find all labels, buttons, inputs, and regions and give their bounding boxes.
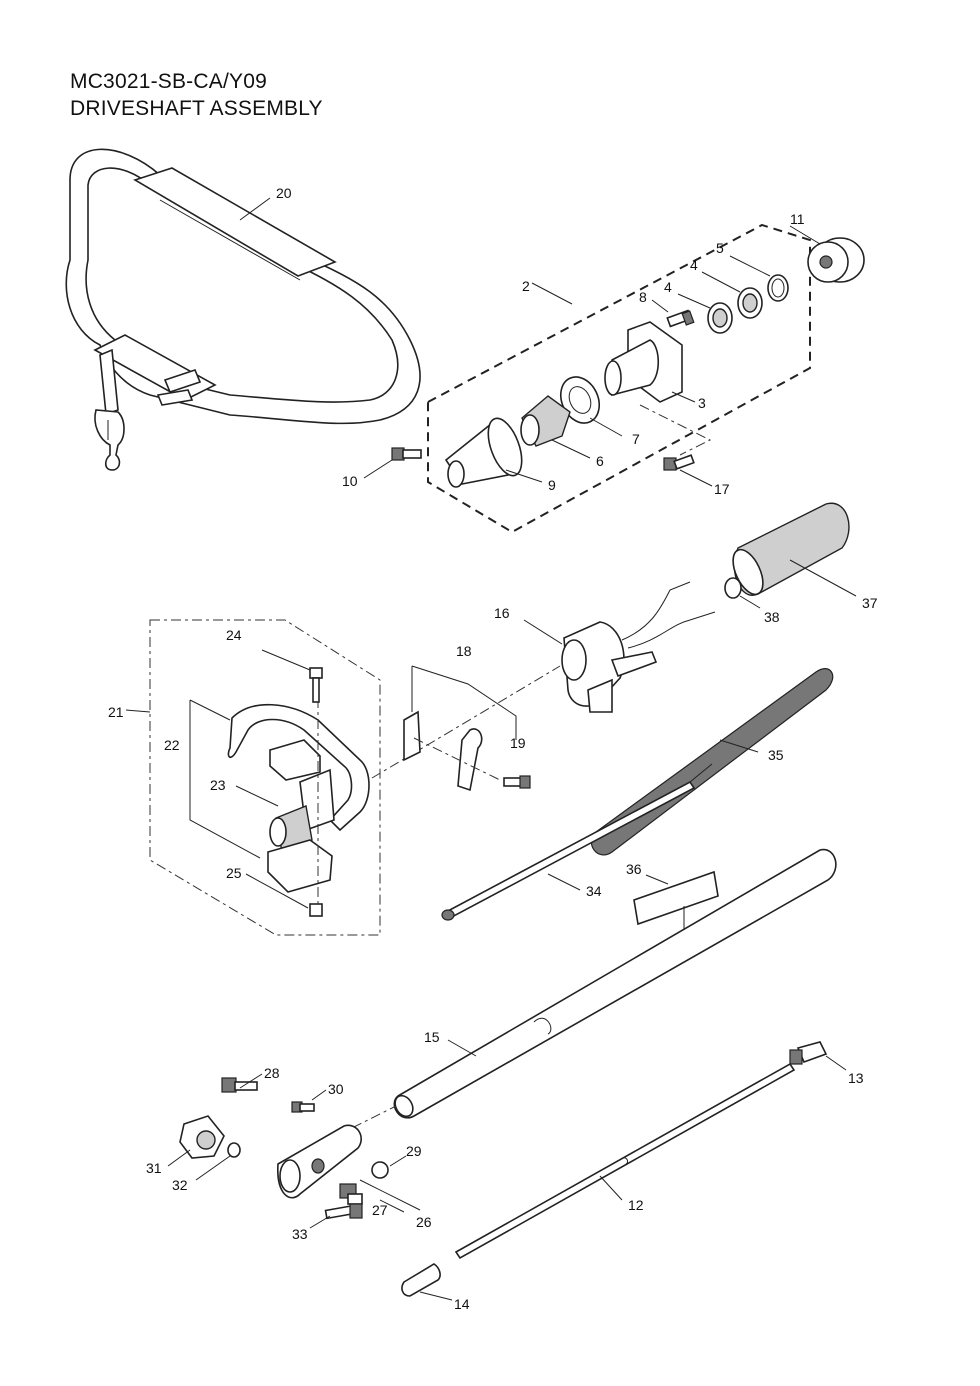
part-28-bolt — [221, 1073, 263, 1093]
part-11-clutch-drum — [789, 225, 865, 283]
callout-22: 22 — [164, 737, 180, 753]
part-20-harness — [65, 148, 421, 471]
callout-19: 19 — [510, 735, 526, 751]
part-10-screw — [363, 447, 422, 479]
callout-33: 33 — [292, 1226, 308, 1242]
part-6-clutch-shoe — [520, 395, 591, 459]
callout-15: 15 — [424, 1029, 440, 1045]
diagram-title: DRIVESHAFT ASSEMBLY — [70, 97, 323, 120]
part-27-nut — [339, 1183, 363, 1205]
callout-11: 11 — [790, 211, 805, 227]
part-3-housing — [604, 321, 712, 456]
part-9-cone-housing — [444, 417, 543, 488]
callout-20: 20 — [276, 185, 292, 201]
callout-35: 35 — [768, 747, 784, 763]
callout-12: 12 — [628, 1197, 644, 1213]
title-block: MC3021-SB-CA/Y09 DRIVESHAFT ASSEMBLY — [70, 68, 323, 122]
callout-5: 5 — [716, 240, 724, 256]
callout-9: 9 — [548, 477, 556, 493]
callout-26: 26 — [416, 1214, 432, 1230]
part-4-bearing-outer — [701, 271, 763, 319]
callout-21: 21 — [108, 704, 124, 720]
callout-17: 17 — [714, 481, 730, 497]
part-32-washer — [195, 1142, 241, 1181]
callout-3: 3 — [698, 395, 706, 411]
callout-29: 29 — [406, 1143, 422, 1159]
part-5-snap-ring — [729, 255, 789, 302]
callout-2: 2 — [522, 278, 530, 294]
callout-8: 8 — [639, 289, 647, 305]
part-25-clamp — [245, 698, 333, 917]
callout-18: 18 — [456, 643, 472, 659]
callout-10: 10 — [342, 473, 358, 489]
part-34-shaft — [441, 763, 713, 921]
callout-24: 24 — [226, 627, 242, 643]
callout-25: 25 — [226, 865, 242, 881]
part-29-nut — [371, 1155, 407, 1179]
callout-38: 38 — [764, 609, 780, 625]
part-31-knob — [167, 1115, 225, 1167]
callout-16: 16 — [494, 605, 510, 621]
part-35-conduit — [590, 668, 834, 856]
part-15-main-tube — [295, 848, 837, 1157]
callout-7: 7 — [632, 431, 640, 447]
part-19-screw — [503, 775, 531, 789]
part-16-throttle — [371, 581, 716, 779]
callout-31: 31 — [146, 1160, 162, 1176]
callout-6: 6 — [596, 453, 604, 469]
part-4-bearing-inner — [677, 293, 733, 334]
model-number: MC3021-SB-CA/Y09 — [70, 70, 267, 93]
part-21-group-box — [149, 619, 381, 936]
part-38-bushing — [724, 577, 761, 609]
part-22-handle — [189, 699, 370, 859]
part-17-screw — [663, 454, 713, 487]
part-36-label — [633, 870, 719, 932]
part-33-bolt — [309, 1203, 363, 1229]
part-8-screw — [651, 299, 695, 328]
part-26-clamp-body — [277, 1124, 421, 1213]
callout-27: 27 — [372, 1202, 388, 1218]
part-37-grip — [732, 502, 857, 597]
callout-37: 37 — [862, 595, 878, 611]
callout-28: 28 — [264, 1065, 280, 1081]
callout-14: 14 — [454, 1296, 470, 1312]
callout-23: 23 — [210, 777, 226, 793]
part-23-grip-sleeve — [235, 785, 313, 853]
callout-34: 34 — [586, 883, 602, 899]
part-2-group-box — [427, 223, 811, 534]
callout-13: 13 — [848, 1070, 864, 1086]
part-30-screw — [291, 1089, 327, 1113]
callout-36: 36 — [626, 861, 642, 877]
part-18-bracket — [403, 665, 517, 792]
part-12-flex-shaft — [454, 1062, 796, 1260]
callout-30: 30 — [328, 1081, 344, 1097]
callout-32: 32 — [172, 1177, 188, 1193]
part-14-fitting — [401, 1263, 453, 1301]
part-24-bolt — [261, 649, 323, 703]
part-13-fitting — [789, 1041, 847, 1071]
callout-4-outer: 4 — [690, 257, 698, 273]
callout-4-inner: 4 — [664, 279, 672, 295]
